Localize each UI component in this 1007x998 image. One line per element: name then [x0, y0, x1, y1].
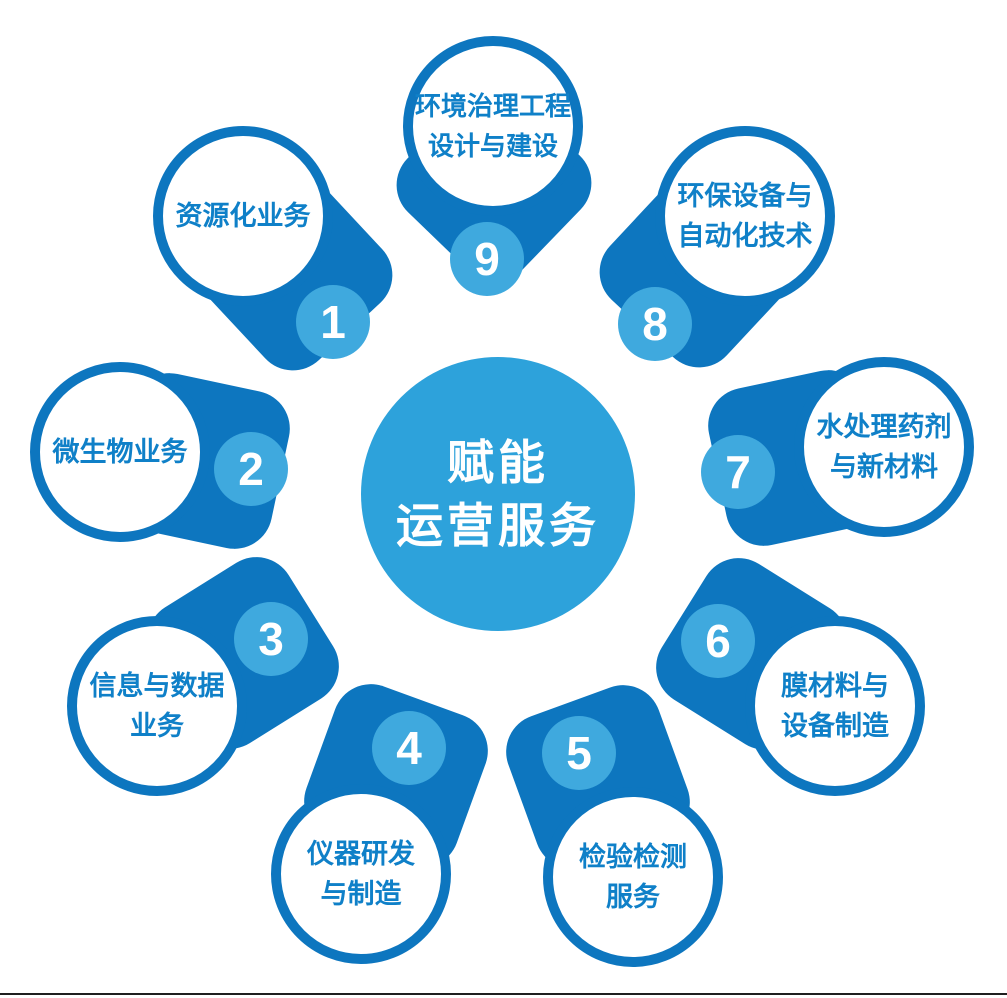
node-6-label: 膜材料与 设备制造 — [781, 666, 889, 746]
node-6-number-badge: 6 — [681, 604, 755, 678]
node-number: 5 — [566, 727, 592, 779]
node-7-label: 水处理药剂 与新材料 — [817, 407, 952, 487]
node-4-label: 仪器研发 与制造 — [307, 834, 415, 914]
node-number: 7 — [725, 446, 751, 498]
node-label-line1: 膜材料与 — [781, 671, 889, 701]
node-1-circle: 资源化业务 — [153, 126, 333, 306]
node-number: 6 — [705, 615, 731, 667]
center-circle: 赋能 运营服务 — [361, 357, 635, 631]
node-2-label: 微生物业务 — [53, 432, 188, 472]
node-label-line1: 微生物业务 — [52, 437, 188, 467]
bottom-divider — [0, 993, 1007, 995]
node-1-number-badge: 1 — [296, 285, 370, 359]
node-label-line1: 环保设备与 — [677, 181, 813, 211]
node-5-number-badge: 5 — [542, 716, 616, 790]
node-label-line2: 服务 — [606, 882, 660, 912]
node-2-circle: 微生物业务 — [30, 362, 210, 542]
node-label-line2: 与新材料 — [830, 452, 938, 482]
node-6-circle: 膜材料与 设备制造 — [745, 616, 925, 796]
node-7-circle: 水处理药剂 与新材料 — [794, 357, 974, 537]
node-7-number-badge: 7 — [701, 435, 775, 509]
node-3-circle: 信息与数据 业务 — [67, 616, 247, 796]
node-number: 9 — [474, 233, 500, 285]
node-9-label: 环境治理工程 设计与建设 — [415, 86, 571, 166]
node-number: 1 — [320, 296, 346, 348]
node-label-line1: 信息与数据 — [89, 671, 225, 701]
node-label-line2: 设计与建设 — [427, 131, 558, 161]
node-4-circle: 仪器研发 与制造 — [271, 784, 451, 964]
node-label-line2: 业务 — [130, 711, 184, 741]
center-label: 赋能 运营服务 — [396, 431, 600, 557]
node-9-number-badge: 9 — [450, 222, 524, 296]
node-label-line2: 自动化技术 — [677, 221, 813, 251]
center-label-line2: 运营服务 — [396, 499, 600, 552]
node-3-number-badge: 3 — [234, 602, 308, 676]
node-3-label: 信息与数据 业务 — [90, 666, 225, 746]
node-5-label: 检验检测 服务 — [579, 837, 687, 917]
node-8-label: 环保设备与 自动化技术 — [678, 176, 813, 256]
node-label-line1: 环境治理工程 — [414, 91, 571, 121]
node-number: 3 — [258, 613, 284, 665]
node-label-line1: 资源化业务 — [175, 201, 311, 231]
node-label-line2: 设备制造 — [781, 711, 889, 741]
node-8-number-badge: 8 — [618, 287, 692, 361]
node-2-number-badge: 2 — [214, 432, 288, 506]
node-label-line2: 与制造 — [320, 879, 402, 909]
node-label-line1: 水处理药剂 — [816, 412, 952, 442]
node-number: 4 — [396, 722, 422, 774]
center-label-line1: 赋能 — [447, 436, 549, 489]
node-4-number-badge: 4 — [372, 711, 446, 785]
node-number: 8 — [642, 298, 668, 350]
node-label-line1: 仪器研发 — [307, 839, 415, 869]
node-number: 2 — [238, 443, 264, 495]
node-1-label: 资源化业务 — [176, 196, 311, 236]
node-9-circle: 环境治理工程 设计与建设 — [403, 36, 583, 216]
node-label-line1: 检验检测 — [579, 842, 687, 872]
node-5-circle: 检验检测 服务 — [543, 787, 723, 967]
node-8-circle: 环保设备与 自动化技术 — [655, 126, 835, 306]
